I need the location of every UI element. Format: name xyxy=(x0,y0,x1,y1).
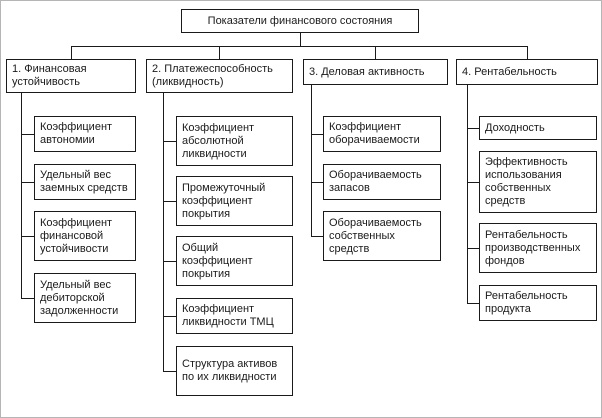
connector-line xyxy=(21,182,34,183)
branch-header-financial-stability: 1. Финансовая устойчивость xyxy=(6,59,136,93)
connector-line xyxy=(163,371,176,372)
branch-header-business-activity: 3. Деловая активность xyxy=(303,59,448,85)
node-production-funds-profitability: Рентабельность производственных фондов xyxy=(479,223,597,273)
connector-line xyxy=(163,93,164,371)
node-root: Показатели финансового состояния xyxy=(181,9,419,33)
connector-line xyxy=(71,46,72,59)
connector-line xyxy=(527,46,528,59)
connector-line xyxy=(311,85,312,236)
node-equity-turnover: Оборачиваемость собственных средств xyxy=(323,211,441,261)
node-total-coverage-ratio: Общий коэффициент покрытия xyxy=(176,236,293,286)
connector-line xyxy=(21,298,34,299)
node-product-profitability: Рентабельность продукта xyxy=(479,285,597,321)
connector-line xyxy=(163,141,176,142)
node-absolute-liquidity-ratio: Коэффициент абсолютной ликвидности xyxy=(176,116,293,166)
connector-line xyxy=(219,46,220,59)
node-inventory-liquidity-ratio: Коэффициент ликвидности ТМЦ xyxy=(176,298,293,334)
connector-line xyxy=(375,46,376,59)
connector-line xyxy=(311,134,323,135)
connector-line xyxy=(21,236,34,237)
node-inventory-turnover: Оборачиваемость запасов xyxy=(323,164,441,200)
branch-header-solvency-liquidity: 2. Платежеспособность (ликвидность) xyxy=(146,59,293,93)
connector-line xyxy=(467,182,479,183)
node-asset-liquidity-structure: Структура активов по их ликвидности xyxy=(176,346,293,396)
node-equity-use-efficiency: Эффективность использования собственных … xyxy=(479,151,597,213)
connector-line xyxy=(163,201,176,202)
node-turnover-ratio: Коэффициент оборачиваемости xyxy=(323,116,441,152)
connector-line xyxy=(21,134,34,135)
connector-line xyxy=(467,128,479,129)
node-borrowed-funds-share: Удельный вес заемных средств xyxy=(34,164,136,200)
connector-line xyxy=(21,93,22,298)
connector-line xyxy=(467,303,479,304)
connector-line xyxy=(300,33,301,46)
connector-line xyxy=(163,316,176,317)
connector-line xyxy=(467,85,468,303)
node-financial-stability-ratio: Коэффициент финансовой устойчивости xyxy=(34,211,136,261)
node-receivables-share: Удельный вес дебиторской задолженности xyxy=(34,273,136,323)
connector-line xyxy=(311,182,323,183)
connector-line xyxy=(71,46,527,47)
node-profitability-income: Доходность xyxy=(479,116,597,140)
branch-header-profitability: 4. Рентабельность xyxy=(456,59,598,85)
connector-line xyxy=(467,248,479,249)
node-autonomy-ratio: Коэффициент автономии xyxy=(34,116,136,152)
connector-line xyxy=(163,261,176,262)
connector-line xyxy=(311,236,323,237)
node-intermediate-coverage-ratio: Промежуточный коэффициент покрытия xyxy=(176,176,293,226)
